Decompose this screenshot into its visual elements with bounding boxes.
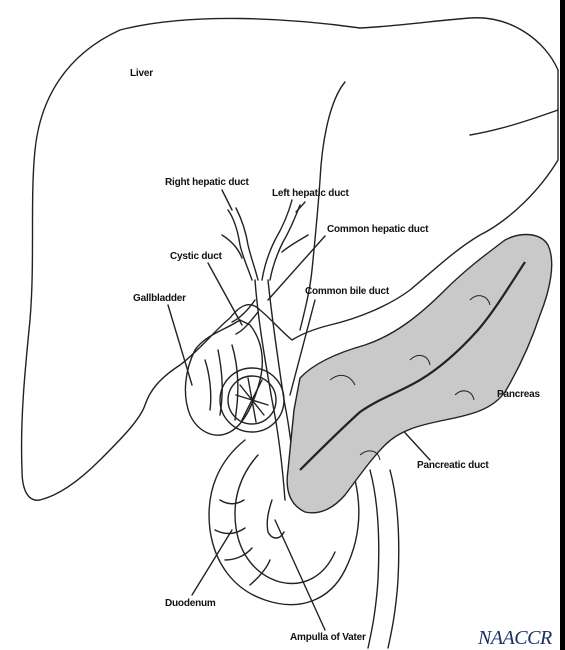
naaccr-logo: NAACCR [478,627,552,650]
leader-gallbladder [168,305,192,385]
leader-cystic-duct [208,263,242,325]
ampulla-of-vater [267,500,284,538]
label-right-hepatic-duct: Right hepatic duct [165,177,249,188]
label-pancreatic-duct: Pancreatic duct [417,460,488,471]
label-liver: Liver [130,68,153,79]
label-common-bile-duct: Common bile duct [305,286,389,297]
label-cystic-duct: Cystic duct [170,251,222,262]
label-common-hepatic-duct: Common hepatic duct [327,224,428,235]
right-edge-bar [560,0,565,650]
label-gallbladder: Gallbladder [133,293,186,304]
left-hepatic-duct [262,200,292,280]
label-ampulla-of-vater: Ampulla of Vater [290,632,366,643]
leader-left-hepatic [296,202,305,212]
label-duodenum: Duodenum [165,598,216,609]
gallbladder-outline [185,320,262,435]
pancreas-body [287,235,552,513]
liver-right-lobe-edge [470,110,558,135]
label-left-hepatic-duct: Left hepatic duct [272,188,349,199]
common-bile-duct [255,280,285,500]
label-pancreas: Pancreas [497,389,540,400]
liver-outline [22,18,558,500]
leader-right-hepatic [222,190,232,210]
